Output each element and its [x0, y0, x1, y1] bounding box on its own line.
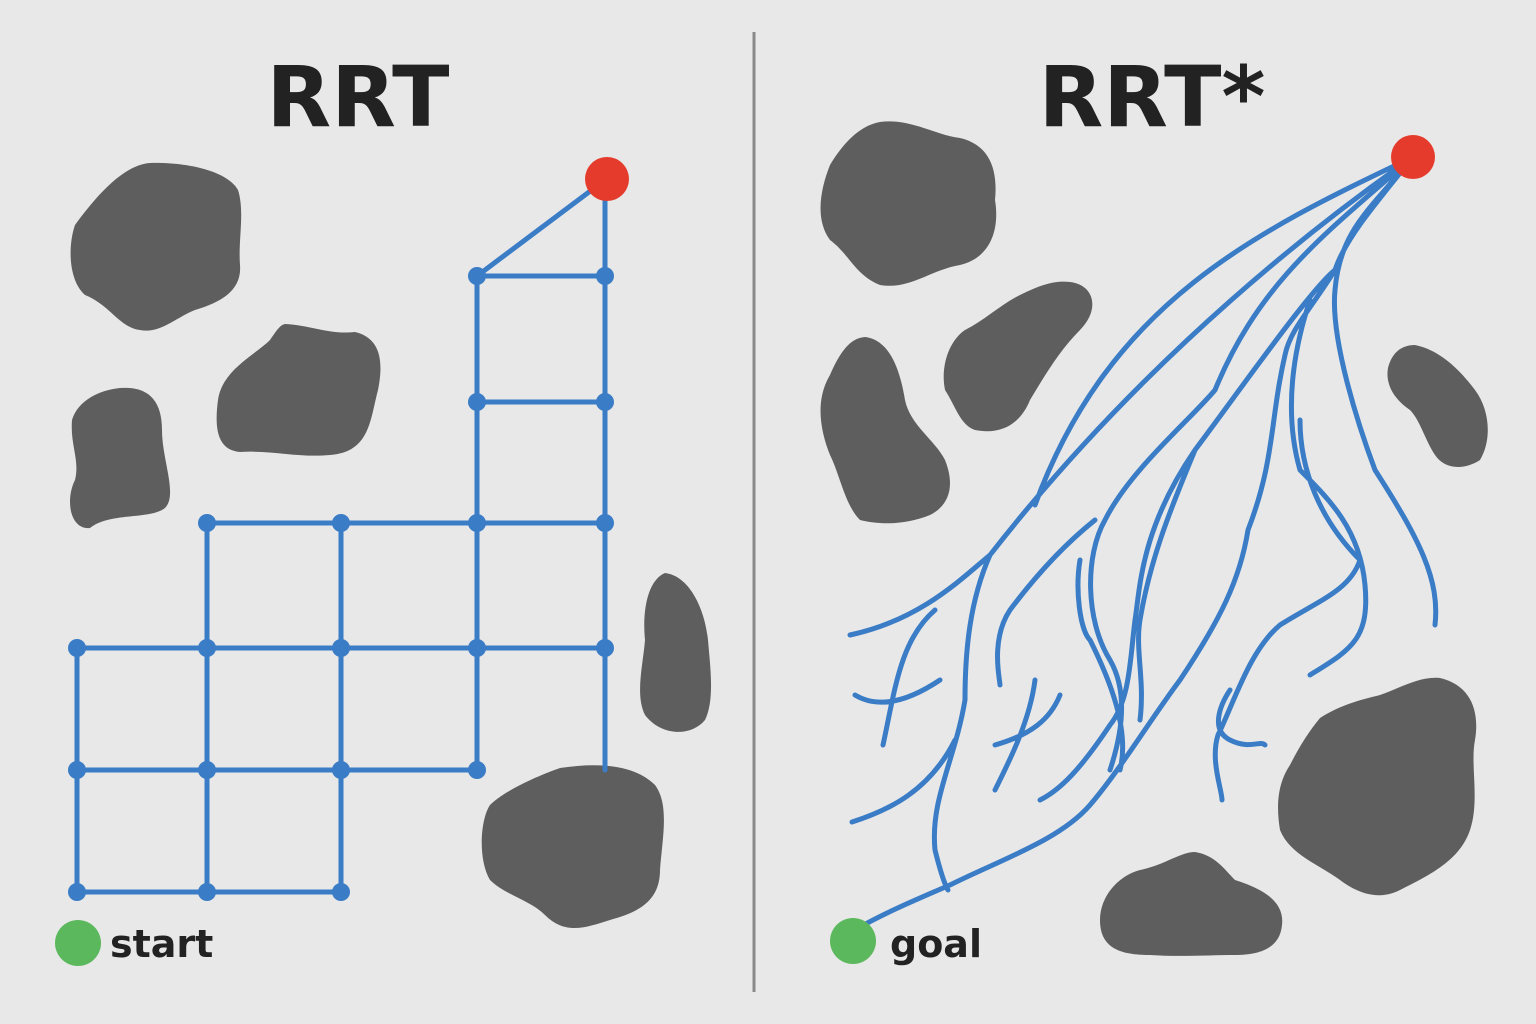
left-goal-marker: [585, 157, 629, 201]
tree-node: [198, 761, 216, 779]
right-panel-title: RRT*: [1039, 48, 1266, 146]
tree-node: [468, 639, 486, 657]
rrt-star-tree-edges: [847, 154, 1439, 933]
obstacle: [640, 573, 712, 732]
right-start-marker: [830, 918, 876, 964]
rrt-tree-nodes: [68, 267, 614, 901]
rrt-star-tree: [847, 154, 1439, 933]
right-obstacles: [820, 121, 1488, 956]
tree-node: [198, 883, 216, 901]
obstacle: [820, 337, 950, 524]
obstacle: [943, 281, 1093, 432]
tree-node: [198, 514, 216, 532]
tree-node: [596, 514, 614, 532]
obstacle: [481, 765, 664, 929]
tree-node: [468, 393, 486, 411]
tree-node: [468, 267, 486, 285]
left-obstacles: [70, 162, 712, 929]
obstacle: [70, 162, 242, 331]
tree-node: [68, 883, 86, 901]
left-panel: RRT: [55, 48, 712, 966]
obstacle: [820, 121, 997, 286]
tree-node: [596, 393, 614, 411]
tree-node: [468, 761, 486, 779]
tree-node: [332, 639, 350, 657]
tree-node: [596, 267, 614, 285]
tree-node: [596, 639, 614, 657]
tree-node: [332, 761, 350, 779]
obstacle: [1278, 677, 1477, 896]
right-start-label: goal: [890, 922, 982, 966]
left-start-marker: [55, 920, 101, 966]
obstacle: [1100, 852, 1283, 956]
tree-node: [68, 639, 86, 657]
tree-node: [332, 514, 350, 532]
left-panel-title: RRT: [267, 48, 450, 146]
left-start-label: start: [110, 922, 213, 966]
obstacle: [70, 387, 171, 529]
tree-node: [332, 883, 350, 901]
obstacle: [216, 324, 381, 456]
right-goal-marker: [1391, 135, 1435, 179]
tree-node: [198, 639, 216, 657]
right-panel: RRT* goal: [820, 48, 1488, 966]
tree-node: [468, 514, 486, 532]
tree-node: [68, 761, 86, 779]
obstacle: [1387, 345, 1488, 467]
rrt-tree: [68, 177, 614, 901]
